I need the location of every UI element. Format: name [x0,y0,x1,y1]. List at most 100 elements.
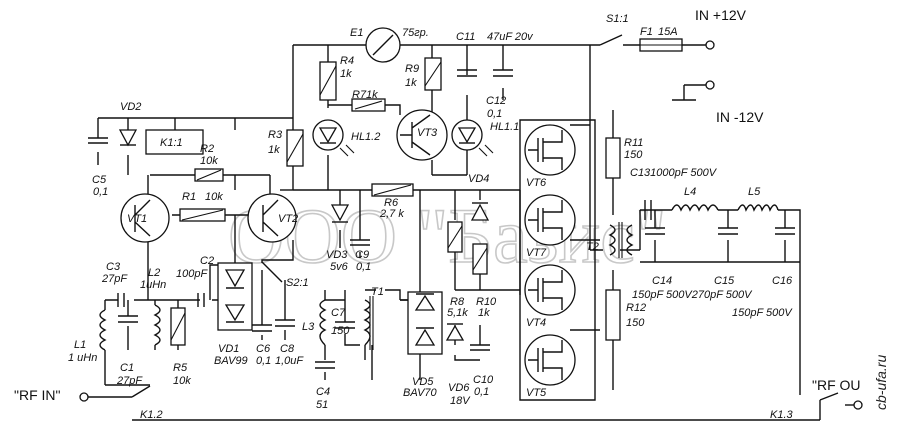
label-R11: R11 [624,137,643,149]
label-C15: C15 [714,275,735,287]
label-VT3: VT3 [417,127,438,139]
label-VT1: VT1 [127,213,147,225]
label-VD2: VD2 [120,101,141,113]
label-C4: C4 [316,386,330,398]
label-VT7: VT7 [526,247,547,259]
label-C5-val: 0,1 [93,186,108,198]
terminal-rf-in [79,392,89,402]
label-R12: R12 [626,302,646,314]
label-rf-out: "RF OU [812,377,861,393]
label-R7: R71k [352,89,378,101]
mosfet-VT5 [524,334,576,386]
label-C10-val: 0,1 [474,386,489,398]
label-in-neg: IN -12V [716,109,764,125]
label-C2-val: 100pF [176,268,208,280]
label-L4: L4 [684,186,696,198]
label-R1: R1 [182,191,196,203]
capacitor-C1 [118,315,138,323]
label-C2: C2 [200,255,214,267]
label-L1: L1 [74,339,86,351]
label-R3-val: 1k [268,144,280,156]
label-HL1-1: HL1.1 [490,121,519,133]
label-C8-val: 1,0uF [275,355,304,367]
label-C6: C6 [256,343,271,355]
terminal-in-neg [705,80,715,90]
diodes [118,119,494,355]
capacitor-C4 [315,361,335,369]
label-S2: S2:1 [286,277,309,289]
label-F1-val: 15A [658,26,678,38]
label-R9: R9 [405,63,419,75]
label-L1-val: 1 uHn [68,352,97,364]
label-C3-val: 27pF [101,273,128,285]
transformer-T1 [363,299,371,346]
label-K1-3: K1.3 [770,409,794,421]
label-C1: C1 [120,362,134,374]
label-R12-val: 150 [626,317,645,329]
inductor-L1 [99,309,107,351]
capacitor-C15 [718,227,738,235]
label-R10: R10 [476,296,497,308]
label-C7-val: 150 [331,325,350,337]
capacitor-C11 [457,69,477,77]
label-R9-val: 1k [405,77,417,89]
transistor-VT2 [247,193,297,243]
capacitor-C10 [470,344,490,351]
inductors [99,204,779,351]
capacitor-C5 [88,137,108,144]
label-VD1-val: BAV99 [214,355,248,367]
label-C7: C7 [331,307,346,319]
capacitor-C16 [775,227,795,235]
label-in-pos: IN +12V [695,7,747,23]
label-C6-val: 0,1 [256,355,271,367]
capacitor-C2 [197,293,205,307]
label-C16: C16 [772,275,793,287]
label-C9-val: 0,1 [356,261,371,273]
label-C14-C15-val: 150pF 500V270pF 500V [632,289,753,301]
diode-VD6 [445,324,465,341]
label-R6: R6 [384,197,399,209]
label-VD1: VD1 [218,343,239,355]
capacitor-C14 [645,227,665,235]
label-VD6-val: 18V [450,395,471,407]
label-R3: R3 [268,129,283,141]
label-C4-val: 51 [316,399,328,411]
label-L2-val: 1uHn [140,279,166,291]
mosfet-VT4 [524,264,576,316]
label-L3: L3 [302,321,315,333]
label-R5-val: 10k [173,375,191,387]
resistors [170,38,683,346]
inductor-L2 [153,304,161,346]
label-VD3-val: 5v6 [330,261,349,273]
capacitor-C6 [252,324,272,332]
label-C13: C131000pF 500V [630,167,718,179]
capacitor-C7 [335,321,355,329]
capacitor-C9 [350,239,370,246]
label-R11-val: 150 [624,149,643,161]
label-C14: C14 [652,275,672,287]
label-VT5: VT5 [526,387,547,399]
wires [88,34,858,421]
label-C1-val: 27pF [116,375,143,387]
site-watermark: cb-ufa.ru [873,355,889,410]
transistors [120,109,576,386]
label-R5: R5 [173,362,188,374]
label-F1: F1 [640,26,653,38]
label-E1-val: 75гр. [402,27,429,39]
diode-VD4 [470,203,490,221]
label-T2: T2 [586,241,599,253]
label-K1-1: K1:1 [160,137,183,149]
label-VD4: VD4 [468,173,489,185]
label-K1-2: K1.2 [140,409,163,421]
label-R2-val: 10k [200,155,218,167]
resistor-R11 [605,137,621,179]
label-VT6: VT6 [526,177,547,189]
label-R10-val: 1k [478,307,490,319]
capacitor-C3 [117,293,125,307]
label-T1: T1 [371,286,384,298]
label-C16-val: 150pF 500V [732,307,793,319]
label-VD5: VD5 [412,376,434,388]
transistor-VT3 [396,109,448,161]
diode-VD2 [118,129,138,147]
